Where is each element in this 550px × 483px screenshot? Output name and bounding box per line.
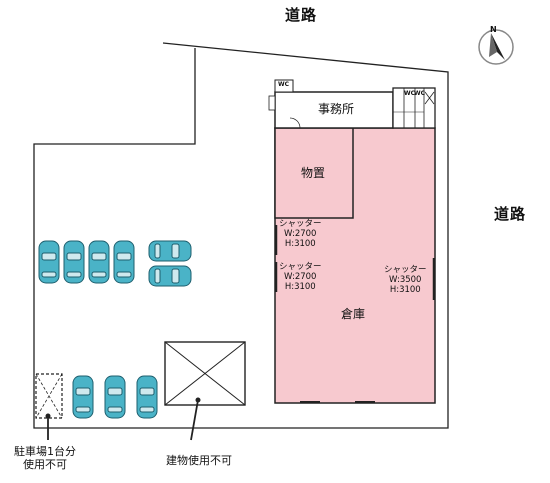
car [104,375,126,419]
shutter-1-height: H:3100 [284,239,316,250]
shutter-2-label: シャッター [279,262,322,272]
wc-annex [274,79,294,93]
wc-block [392,87,436,129]
road-top-label: 道路 [285,6,318,24]
shutter-1-info: シャッター W:2700 H:3100 [279,219,322,250]
shutter-1-width: W:2700 [284,229,317,240]
car [136,375,158,419]
car [88,240,110,284]
parking-cars [38,240,192,419]
road-right-label: 道路 [494,205,527,223]
car [148,265,192,287]
north-arrow-icon [491,33,505,60]
office-room [274,91,394,129]
unusable-building-note: 建物使用不可 [166,454,232,467]
wc-right-label-1: WC [404,90,416,97]
warehouse-label: 倉庫 [341,307,366,321]
shutter-3-width: W:3500 [389,275,422,286]
unusable-parking-note: 駐車場1台分 使用不可 [14,445,76,471]
storage-room [274,127,354,219]
unusable-parking-line1: 駐車場1台分 [14,445,76,458]
shutter-1-label: シャッター [279,219,322,229]
car [148,240,192,262]
shutter-2-height: H:3100 [284,282,316,293]
office-label: 事務所 [318,102,355,116]
unusable-parking-line2: 使用不可 [23,457,67,471]
car [63,240,85,284]
shutter-2-width: W:2700 [284,272,317,283]
wc-left-label: WC [278,81,290,88]
storage-label: 物置 [301,166,326,180]
car [113,240,135,284]
car [72,375,94,419]
compass-north-label: N [490,25,497,34]
site-boundary [33,42,449,429]
shutter-3-info: シャッター W:3500 H:3100 [384,265,427,296]
shutter-3-label: シャッター [384,265,427,275]
shutter-2-info: シャッター W:2700 H:3100 [279,262,322,293]
car [38,240,60,284]
shutter-3-height: H:3100 [389,285,421,296]
wc-right-label-2: WC [414,90,426,97]
